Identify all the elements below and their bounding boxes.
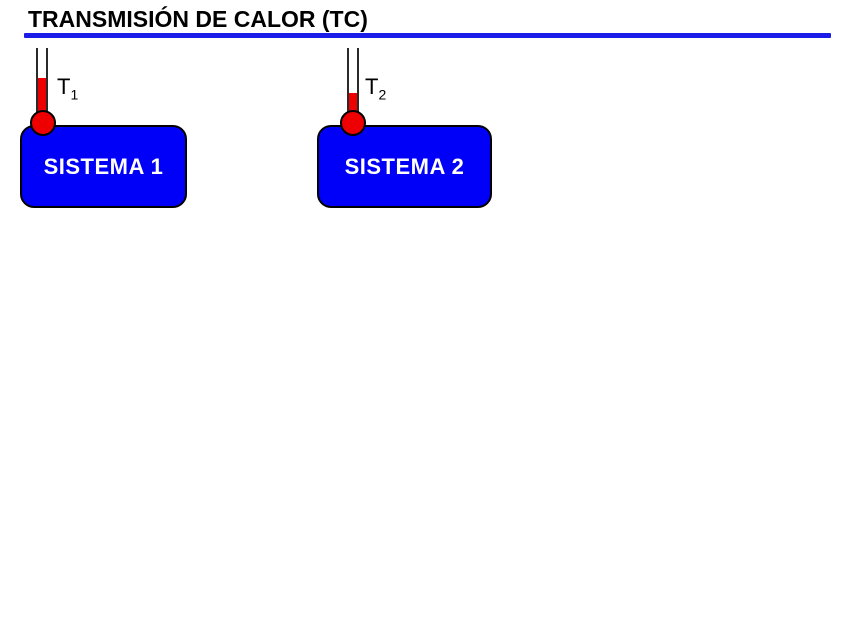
system-2-label: SISTEMA 2 [344,153,465,179]
system-1-box: SISTEMA 1 [20,125,187,208]
thermometer-1-tube-icon [36,48,48,115]
temperature-1-subscript: 1 [70,86,79,103]
system-1-group: T1 SISTEMA 1 [20,48,187,210]
page-title: TRANSMISIÓN DE CALOR (TC) [28,6,368,32]
temperature-1-label: T1 [57,74,79,103]
thermometer-1-bulb-icon [30,110,56,136]
system-1-label: SISTEMA 1 [43,153,164,179]
temperature-2-subscript: 2 [378,86,387,103]
temperature-2-label: T2 [365,74,387,103]
thermometer-2-mercury [349,93,357,115]
system-2-box: SISTEMA 2 [317,125,492,208]
thermometer-2-tube-icon [347,48,359,115]
title-underline [24,33,831,38]
thermometer-2-bulb-icon [340,110,366,136]
temperature-2-symbol: T [365,74,379,99]
thermometer-1-mercury [38,78,46,115]
system-2-group: T2 SISTEMA 2 [317,48,492,210]
temperature-1-symbol: T [57,74,71,99]
